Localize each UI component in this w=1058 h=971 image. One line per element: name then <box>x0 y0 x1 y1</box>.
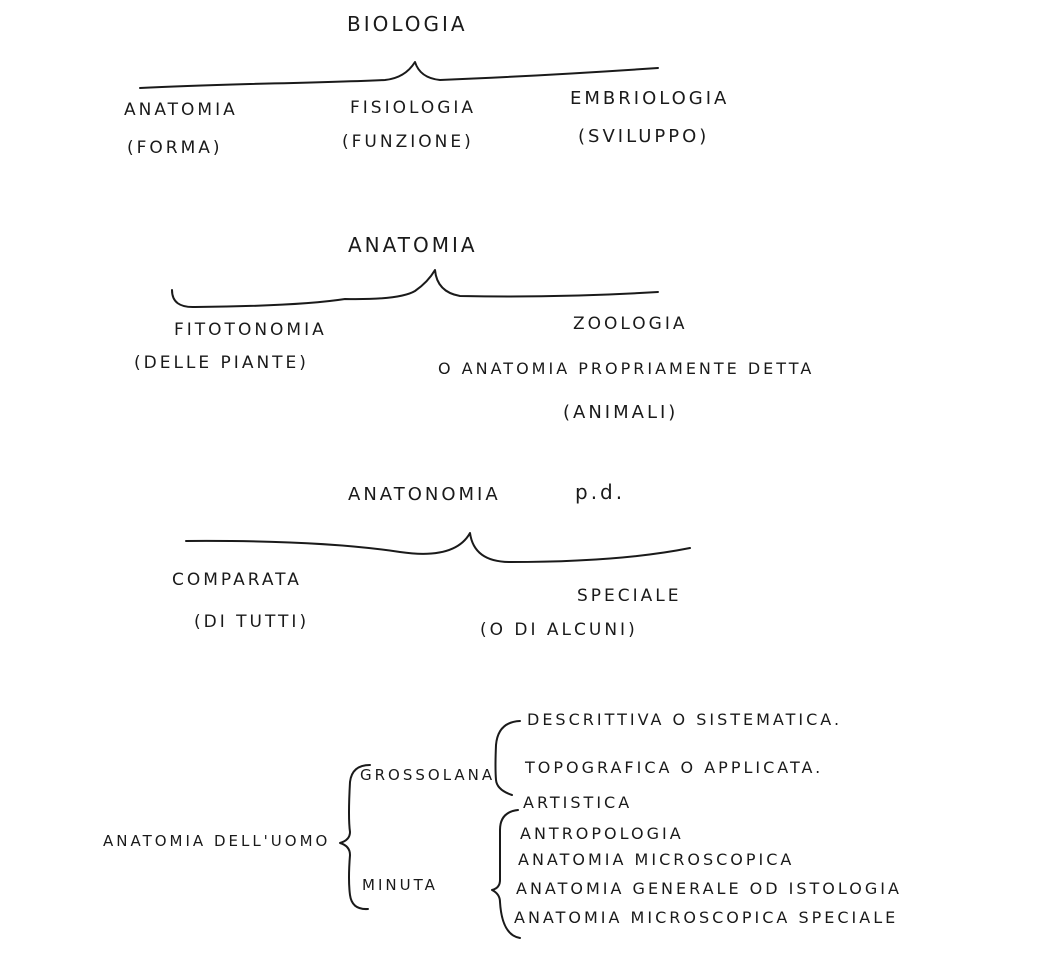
comparata-node: COMPARATA <box>172 570 302 590</box>
anatomia-microscopica-leaf: ANATOMIA MICROSCOPICA <box>518 850 795 869</box>
antropologia-leaf: ANTROPOLOGIA <box>520 824 684 843</box>
brace-biologia <box>139 61 659 89</box>
anatomia-forma-note: (FORMA) <box>127 138 223 158</box>
anatomia-microscopica-speciale-leaf: ANATOMIA MICROSCOPICA SPECIALE <box>514 908 899 927</box>
artistica-leaf: ARTISTICA <box>523 793 633 812</box>
anatomia-generale-istologia-leaf: ANATOMIA GENERALE OD ISTOLOGIA <box>516 879 902 898</box>
anatonomia-pd-suffix: p.d. <box>575 480 626 504</box>
anatomia-propriamente-detta: O ANATOMIA PROPRIAMENTE DETTA <box>438 359 815 378</box>
grossolana-node: GROSSOLANA <box>360 766 496 784</box>
brace-anatomia-uomo <box>339 764 371 911</box>
fisiologia-node: FISIOLOGIA <box>350 98 477 118</box>
embriologia-node: EMBRIOLOGIA <box>570 88 730 109</box>
descrittiva-leaf: DESCRITTIVA O SISTEMATICA. <box>527 710 843 729</box>
zoologia-node: ZOOLOGIA <box>573 314 688 334</box>
brace-anatonomia-pd <box>185 532 691 563</box>
topografica-leaf: TOPOGRAFICA O APPLICATA. <box>525 758 824 777</box>
anatomia-node: ANATOMIA <box>124 100 238 120</box>
minuta-node: MINUTA <box>362 876 438 894</box>
zoologia-animali-note: (ANIMALI) <box>563 402 679 423</box>
anatomia-title: ANATOMIA <box>348 233 478 257</box>
speciale-alcuni-note: (O DI ALCUNI) <box>480 620 638 640</box>
biologia-title: BIOLOGIA <box>347 12 468 36</box>
comparata-tutti-note: (DI TUTTI) <box>194 612 310 632</box>
fisiologia-funzione-note: (FUNZIONE) <box>342 132 474 152</box>
anatomia-uomo-root: ANATOMIA DELL'UOMO <box>103 832 331 850</box>
fitotonomia-node: FITOTONOMIA <box>174 320 327 340</box>
fitotonomia-piante-note: (DELLE PIANTE) <box>134 353 309 373</box>
brace-grossolana <box>494 720 521 796</box>
embriologia-sviluppo-note: (SVILUPPO) <box>578 126 710 147</box>
speciale-node: SPECIALE <box>577 586 682 606</box>
anatonomia-title: ANATONOMIA <box>348 484 501 505</box>
brace-minuta <box>491 809 521 939</box>
brace-anatomia <box>171 269 659 309</box>
